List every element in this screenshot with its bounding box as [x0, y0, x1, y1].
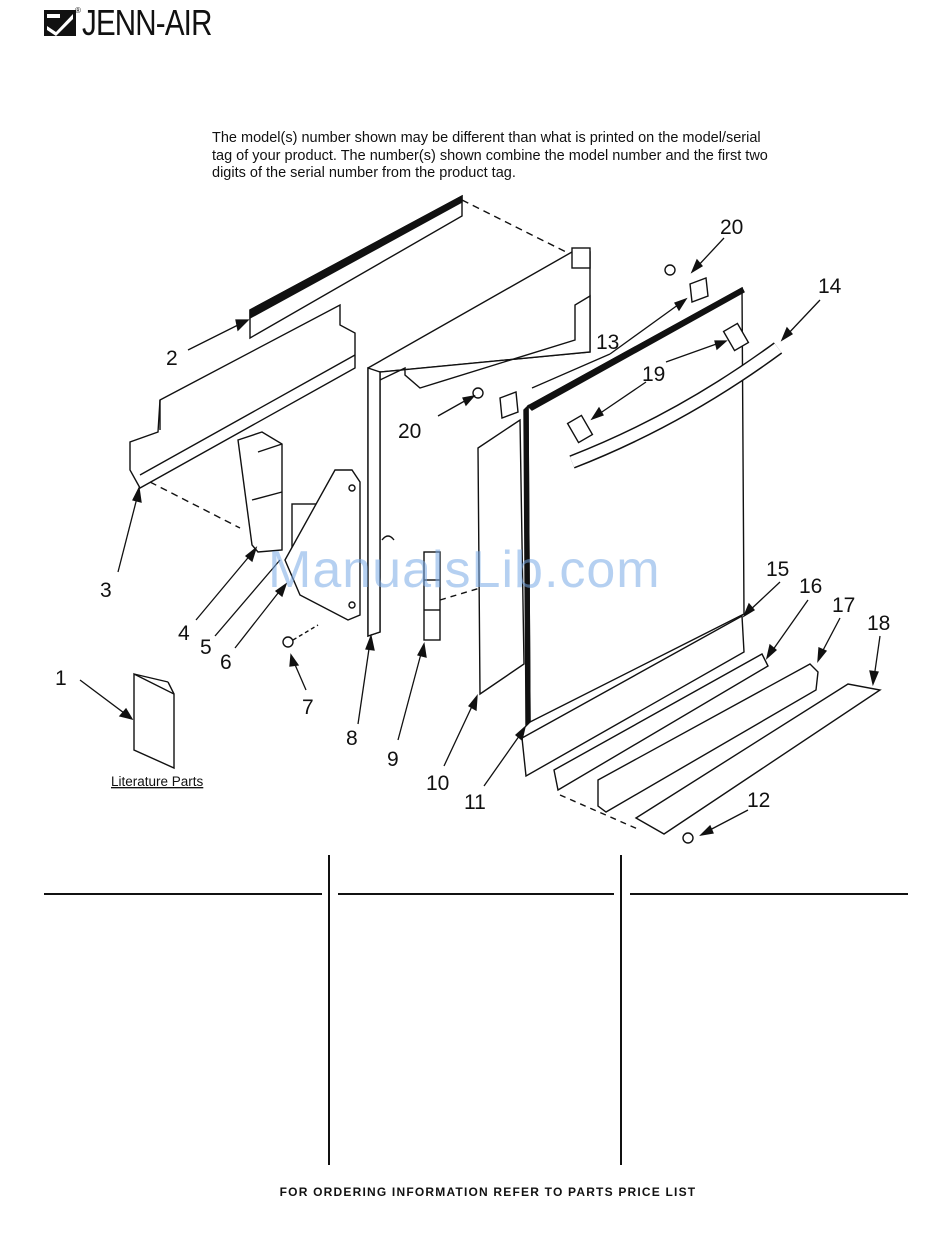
column-3-header-rule	[630, 893, 908, 895]
callout-17: 17	[832, 594, 855, 617]
callout-6: 6	[220, 651, 232, 674]
part-13-clip	[689, 277, 709, 303]
callout-9: 9	[387, 748, 399, 771]
part-12-screw	[682, 832, 694, 844]
column-divider-2	[620, 855, 622, 1165]
watermark: ManualsLib.com	[268, 541, 661, 599]
callout-20-top: 20	[720, 216, 743, 239]
part-17-channel	[597, 663, 819, 813]
part-20-screw-left	[472, 387, 484, 399]
literature-parts-label: Literature Parts	[111, 774, 204, 789]
column-2-header-rule	[338, 893, 614, 895]
part-7-screw	[282, 624, 319, 648]
part-1-literature	[133, 672, 175, 770]
callout-3: 3	[100, 579, 112, 602]
registered-mark: ®	[75, 6, 81, 15]
part-20-screw-top	[664, 264, 676, 276]
callout-10: 10	[426, 772, 449, 795]
part-11-outer-door	[523, 286, 745, 728]
part-2-top-rail	[249, 194, 463, 340]
callout-2: 2	[166, 347, 178, 370]
callout-8: 8	[346, 727, 358, 750]
part-8-inner-frame	[367, 247, 591, 637]
part-9-hinge	[423, 551, 441, 641]
model-number-notice: The model(s) number shown may be differe…	[212, 130, 768, 181]
brand-name: JENN-AIR	[82, 2, 212, 43]
brand-mark-icon	[44, 10, 76, 36]
part-15-kick-panel	[521, 614, 745, 778]
part-10-door-panel	[477, 418, 525, 696]
callout-14: 14	[818, 275, 842, 298]
callout-5: 5	[200, 636, 212, 659]
exploded-parts-diagram: 1 2 3 4 5 6 7 8 9 10 11 12 13 14 15 16 1…	[55, 194, 890, 844]
part-4-bracket	[237, 431, 283, 553]
part-19-mount-upper	[722, 322, 750, 352]
part-14-handle	[569, 342, 783, 469]
part-18-toe-strip	[634, 683, 882, 835]
callout-20-left: 20	[398, 420, 421, 443]
ordering-info-footer: FOR ORDERING INFORMATION REFER TO PARTS …	[279, 1185, 697, 1199]
callout-7: 7	[302, 696, 314, 719]
callout-13: 13	[596, 331, 619, 354]
callout-16: 16	[799, 575, 822, 598]
callout-1: 1	[55, 667, 67, 690]
callout-18: 18	[867, 612, 890, 635]
brand-logo: ® JENN-AIR	[44, 2, 240, 44]
part-3-panel	[129, 303, 356, 489]
column-divider-1	[328, 855, 330, 1165]
callout-19: 19	[642, 363, 665, 386]
part-13-clip-left	[499, 391, 519, 419]
callout-4: 4	[178, 622, 190, 645]
part-6-latch-plate	[284, 469, 361, 621]
column-1-header-rule	[44, 893, 322, 895]
callout-11: 11	[464, 791, 486, 814]
callout-12: 12	[747, 789, 770, 812]
callout-15: 15	[766, 558, 789, 581]
part-16-rail	[553, 653, 769, 792]
part-19-mount-lower	[566, 414, 594, 444]
